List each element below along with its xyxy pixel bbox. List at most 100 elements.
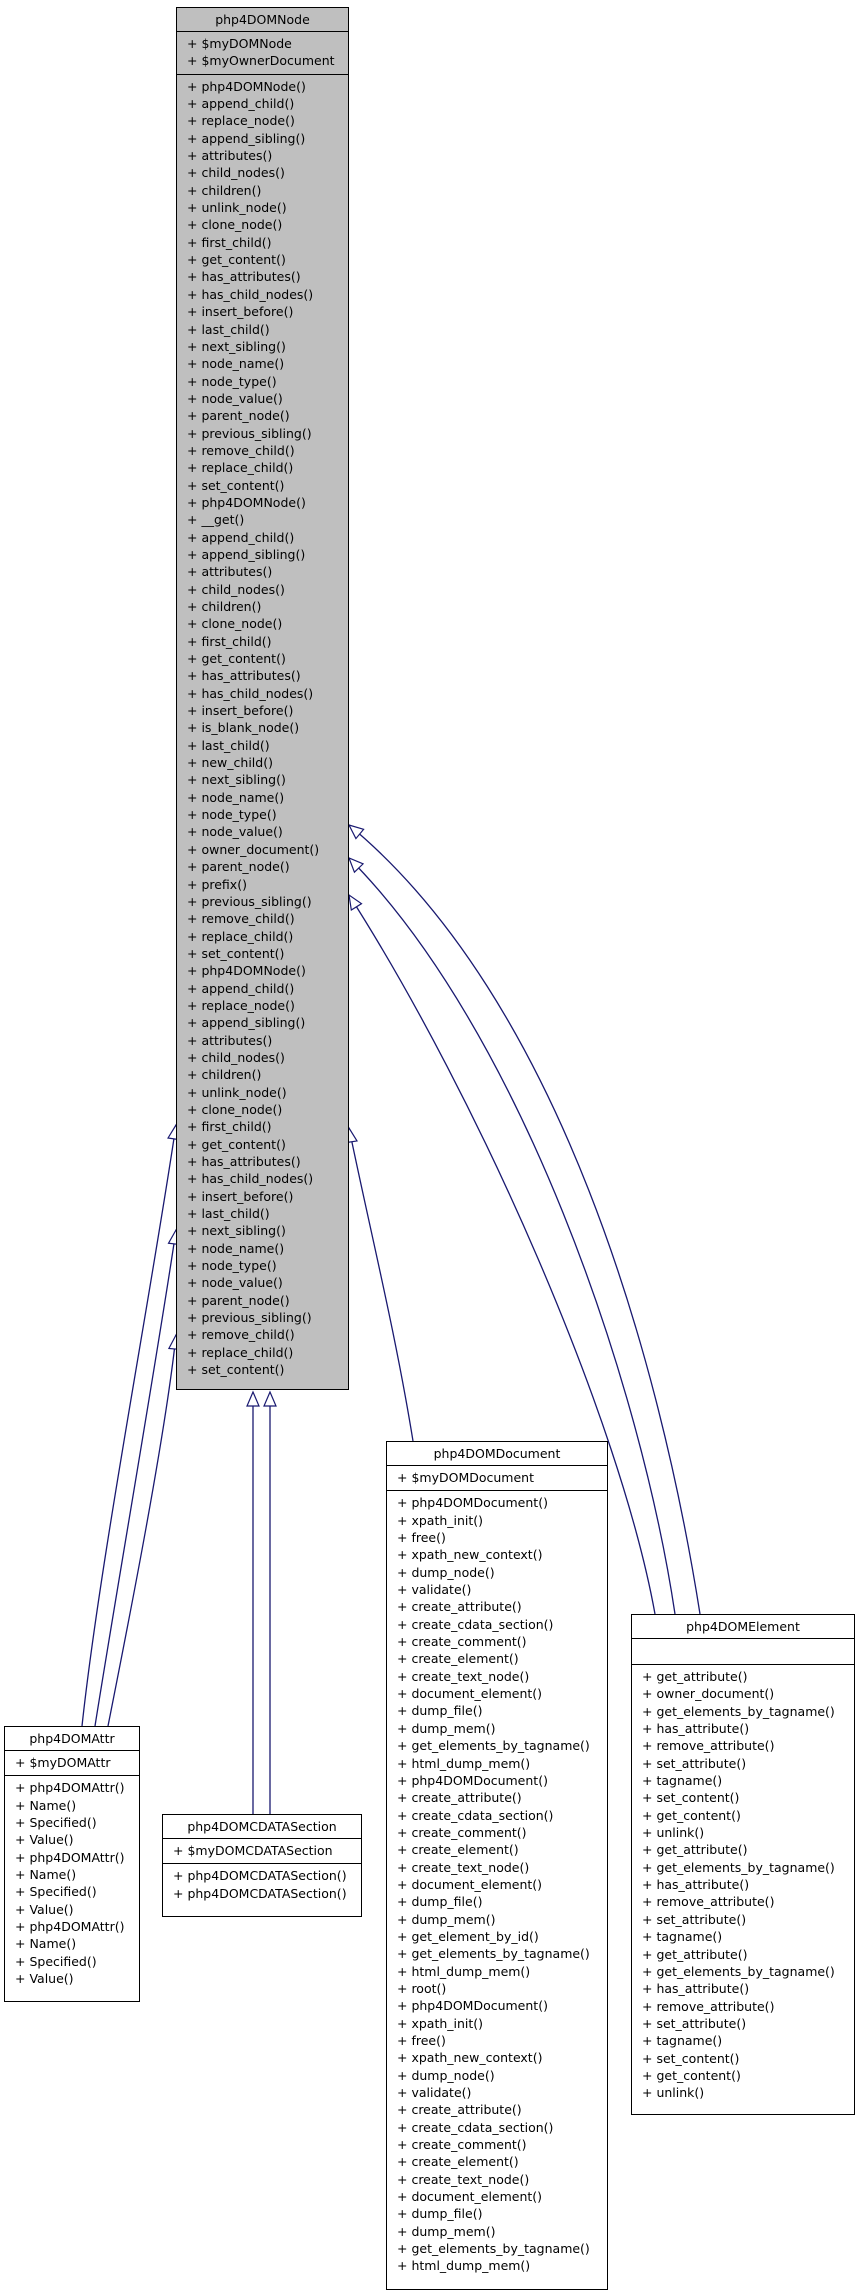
operation-row: + php4DOMAttr() xyxy=(15,1849,125,1865)
operation-row: + create_element() xyxy=(397,2154,519,2170)
operation-row: + unlink_node() xyxy=(187,1084,287,1100)
operation-row: + get_attribute() xyxy=(642,1946,748,1962)
operation-row: + Value() xyxy=(15,1832,74,1848)
operation-row: + owner_document() xyxy=(187,841,320,857)
operation-row: + remove_child() xyxy=(187,1327,295,1343)
operation-row: + node_value() xyxy=(187,1275,283,1291)
operation-row: + parent_node() xyxy=(187,1292,290,1308)
operation-row: + has_attributes() xyxy=(187,269,301,285)
operation-row: + set_content() xyxy=(187,945,285,961)
operation-row: + php4DOMCDATASection() xyxy=(173,1868,347,1884)
operation-row: + attributes() xyxy=(187,1032,273,1048)
operation-row: + append_child() xyxy=(187,529,295,545)
operation-row: + get_content() xyxy=(187,252,286,268)
attribute-compartment: + $myDOMCDATASection xyxy=(163,1839,361,1865)
operation-row: + parent_node() xyxy=(187,408,290,424)
operation-row: + node_type() xyxy=(187,373,277,389)
operation-row: + new_child() xyxy=(187,755,273,771)
operation-row: + replace_node() xyxy=(187,997,295,1013)
operation-row: + tagname() xyxy=(642,1773,723,1789)
operation-row: + remove_attribute() xyxy=(642,1894,775,1910)
attribute-row: + $myDOMNode xyxy=(187,36,292,51)
operation-row: + remove_child() xyxy=(187,911,295,927)
class-box-php4domdocument[interactable]: php4DOMDocument + $myDOMDocument + php4D… xyxy=(386,1441,608,2290)
class-box-php4domcdatasection[interactable]: php4DOMCDATASection + $myDOMCDATASection… xyxy=(162,1814,362,1917)
operation-row: + create_cdata_section() xyxy=(397,2119,554,2135)
operation-row: + previous_sibling() xyxy=(187,1310,312,1326)
operation-row: + unlink_node() xyxy=(187,200,287,216)
operation-row: + get_attribute() xyxy=(642,1842,748,1858)
operation-row: + insert_before() xyxy=(187,703,294,719)
attribute-row: + $myDOMCDATASection xyxy=(173,1843,333,1858)
operation-row: + html_dump_mem() xyxy=(397,1963,531,1979)
operation-row: + validate() xyxy=(397,2085,472,2101)
operation-row: + remove_attribute() xyxy=(642,1998,775,2014)
class-name: php4DOMAttr xyxy=(5,1727,139,1751)
class-box-php4domnode[interactable]: php4DOMNode + $myDOMNode+ $myOwnerDocume… xyxy=(176,7,349,1390)
operation-row: + set_content() xyxy=(187,477,285,493)
operation-row: + last_child() xyxy=(187,321,270,337)
attribute-row: + $myDOMDocument xyxy=(397,1470,534,1485)
operation-row: + tagname() xyxy=(642,1929,723,1945)
operation-compartment: + get_attribute()+ owner_document()+ get… xyxy=(632,1665,854,2102)
operation-row: + dump_node() xyxy=(397,1564,495,1580)
attribute-compartment: + $myDOMAttr xyxy=(5,1751,139,1777)
operation-row: + document_element() xyxy=(397,1876,543,1892)
operation-row: + dump_file() xyxy=(397,2206,483,2222)
attribute-row: + $myOwnerDocument xyxy=(187,53,335,69)
operation-row: + get_content() xyxy=(642,1807,741,1823)
edge-element-to-node-2-arrowhead xyxy=(347,856,365,874)
attribute-compartment xyxy=(632,1639,854,1665)
operation-row: + first_child() xyxy=(187,633,272,649)
operation-row: + append_sibling() xyxy=(187,546,306,562)
operation-row: + create_text_node() xyxy=(397,1668,530,1684)
operation-row: + create_text_node() xyxy=(397,2171,530,2187)
edge-element-to-node-2 xyxy=(348,857,676,1615)
operation-row: + dump_node() xyxy=(397,2067,495,2083)
operation-row: + php4DOMNode() xyxy=(187,78,306,94)
operation-row: + child_nodes() xyxy=(187,1049,285,1065)
operation-row: + has_attribute() xyxy=(642,1981,750,1997)
edge-attr-to-node-2 xyxy=(94,1229,177,1727)
operation-row: + first_child() xyxy=(187,234,272,250)
class-box-php4domattr[interactable]: php4DOMAttr + $myDOMAttr + php4DOMAttr()… xyxy=(4,1726,140,2002)
operation-row: + create_cdata_section() xyxy=(397,1616,554,1632)
operation-row: + clone_node() xyxy=(187,1101,283,1117)
operation-row: + Specified() xyxy=(15,1815,97,1831)
operation-row: + append_child() xyxy=(187,980,295,996)
operation-row: + get_elements_by_tagname() xyxy=(397,2241,590,2257)
operation-row: + parent_node() xyxy=(187,859,290,875)
operation-row: + create_comment() xyxy=(397,1824,527,1840)
class-name: php4DOMElement xyxy=(632,1615,854,1639)
operation-row: + has_child_nodes() xyxy=(187,685,314,701)
operation-row: + replace_child() xyxy=(187,460,294,476)
operation-row: + clone_node() xyxy=(187,616,283,632)
operation-row: + Name() xyxy=(15,1936,77,1952)
operation-row: + php4DOMNode() xyxy=(187,494,306,510)
operation-row: + insert_before() xyxy=(187,1188,294,1204)
operation-row: + node_name() xyxy=(187,789,285,805)
operation-row: + node_type() xyxy=(187,1258,277,1274)
operation-row: + remove_attribute() xyxy=(642,1738,775,1754)
operation-row: + set_content() xyxy=(642,2050,740,2066)
class-name: php4DOMCDATASection xyxy=(163,1815,361,1839)
operation-row: + Value() xyxy=(15,1971,74,1987)
operation-row: + get_content() xyxy=(187,651,286,667)
operation-row: + free() xyxy=(397,1530,446,1546)
operation-row: + document_element() xyxy=(397,1686,543,1702)
operation-row: + get_element_by_id() xyxy=(397,1928,539,1944)
operation-row: + dump_mem() xyxy=(397,1911,496,1927)
operation-row: + create_comment() xyxy=(397,2137,527,2153)
operation-row: + replace_child() xyxy=(187,928,294,944)
operation-row: + create_element() xyxy=(397,1842,519,1858)
class-box-php4domelement[interactable]: php4DOMElement + get_attribute()+ owner_… xyxy=(631,1614,855,2115)
operation-row: + php4DOMDocument() xyxy=(397,1998,548,2014)
operation-row: + child_nodes() xyxy=(187,581,285,597)
operation-row: + get_content() xyxy=(642,2067,741,2083)
operation-row: + Name() xyxy=(15,1797,77,1813)
operation-row: + create_text_node() xyxy=(397,1859,530,1875)
operation-row: + get_attribute() xyxy=(642,1669,748,1684)
operation-row: + is_blank_node() xyxy=(187,720,300,736)
operation-row: + get_elements_by_tagname() xyxy=(397,1738,590,1754)
operation-row: + create_cdata_section() xyxy=(397,1807,554,1823)
